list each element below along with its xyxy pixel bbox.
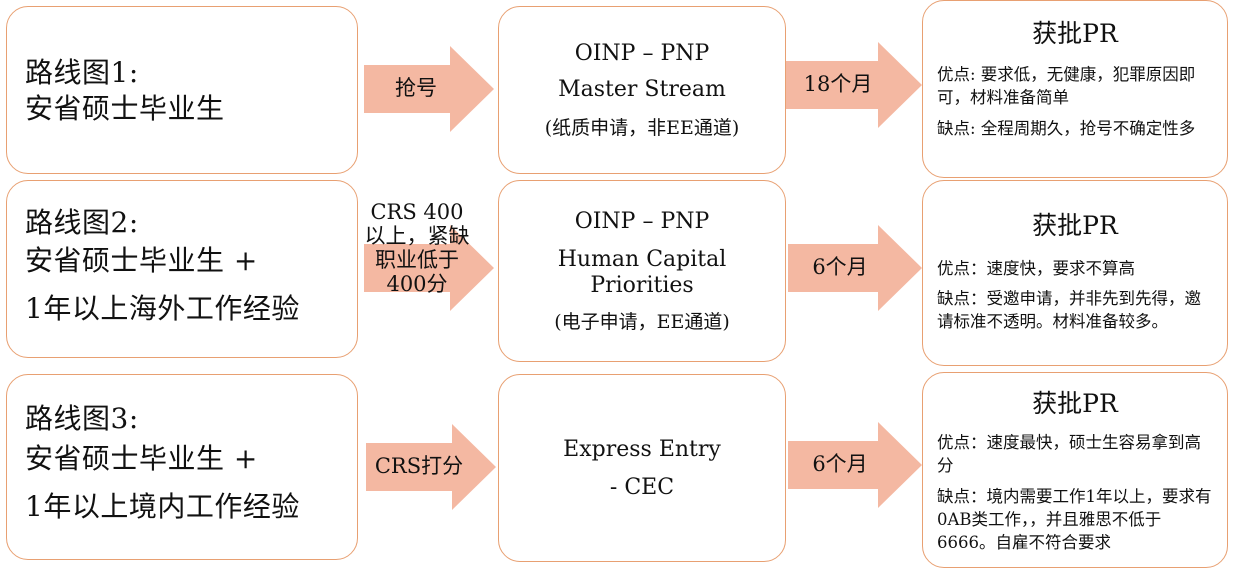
route-3-pros: 优点：速度最快，硕士生容易拿到高分 — [937, 433, 1201, 475]
route-2-arrow-2 — [788, 225, 922, 311]
route-2-arrow-1 — [364, 225, 494, 311]
route-1-pros: 优点: 要求低，无健康，犯罪原因即可，材料准备简单 — [937, 65, 1196, 107]
route-3-arrow1-label: CRS打分 — [374, 454, 464, 478]
route-1-program-name: OINP – PNP — [574, 41, 710, 66]
route-3-title: 路线图3: — [25, 402, 139, 435]
route-3-box: 路线图3: 安省硕士毕业生 + 1年以上境内工作经验 — [6, 374, 358, 560]
route-2-program-name: OINP – PNP — [574, 209, 710, 234]
route-1-program-note: (纸质申请，非EE通道) — [544, 117, 740, 139]
route-2-result-box: 获批PR 优点：速度快，要求不算高 缺点：受邀申请，并非先到先得，邀请标准不透明… — [922, 180, 1228, 366]
route-1-arrow-2 — [786, 42, 922, 128]
route-3-program-name: Express Entry — [563, 437, 721, 462]
route-2-program-box: OINP – PNP Human Capital Priorities (电子申… — [498, 180, 786, 362]
route-3-program-box: Express Entry - CEC — [498, 374, 786, 562]
route-2-title: 路线图2: — [25, 206, 139, 239]
route-2-pros: 优点：速度快，要求不算高 — [937, 259, 1135, 278]
route-3-subtitle: 安省硕士毕业生 + — [25, 442, 258, 475]
route-1-box: 路线图1: 安省硕士毕业生 — [6, 6, 358, 174]
route-2-arrow2-label: 6个月 — [812, 255, 868, 279]
route-1-program-box: OINP – PNP Master Stream (纸质申请，非EE通道) — [498, 6, 786, 174]
route-3-cons: 缺点：境内需要工作1年以上，要求有0AB类工作，，并且雅思不低于6666。自雇不… — [937, 487, 1212, 552]
route-1-program-stream: Master Stream — [558, 77, 726, 102]
route-1-arrow1-label: 抢号 — [395, 76, 437, 100]
route-3-arrow2-label: 6个月 — [812, 452, 868, 476]
route-3-result-title: 获批PR — [1032, 389, 1118, 418]
route-1-result-box: 获批PR 优点: 要求低，无健康，犯罪原因即可，材料准备简单 缺点: 全程周期久… — [922, 0, 1228, 178]
route-3-result-box: 获批PR 优点：速度最快，硕士生容易拿到高分 缺点：境内需要工作1年以上，要求有… — [922, 372, 1228, 568]
route-2-arrow1-label: CRS 400以上，紧缺职业低于400分 — [364, 200, 470, 296]
route-3-arrow-2 — [788, 422, 922, 508]
route-3-program-stream: - CEC — [609, 475, 675, 500]
route-3-experience: 1年以上境内工作经验 — [25, 490, 300, 523]
route-2-program-note: (电子申请，EE通道) — [554, 311, 730, 333]
route-1-result-title: 获批PR — [1032, 19, 1118, 48]
route-1-subtitle: 安省硕士毕业生 — [25, 92, 225, 125]
route-2-experience: 1年以上海外工作经验 — [25, 292, 300, 325]
route-1-arrow2-label: 18个月 — [803, 72, 873, 96]
route-2-cons: 缺点：受邀申请，并非先到先得，邀请标准不透明。材料准备较多。 — [937, 289, 1201, 331]
route-2-box: 路线图2: 安省硕士毕业生 + 1年以上海外工作经验 — [6, 180, 358, 358]
route-1-title: 路线图1: — [25, 56, 139, 89]
route-2-program-stream: Human Capital — [557, 247, 727, 272]
route-2-subtitle: 安省硕士毕业生 + — [25, 244, 258, 277]
route-1-arrow-1 — [364, 46, 494, 132]
route-1-cons: 缺点: 全程周期久，抢号不确定性多 — [937, 119, 1196, 138]
route-2-result-title: 获批PR — [1032, 211, 1118, 240]
route-3-arrow-1 — [366, 424, 496, 510]
route-2-program-stream-2: Priorities — [590, 273, 694, 298]
